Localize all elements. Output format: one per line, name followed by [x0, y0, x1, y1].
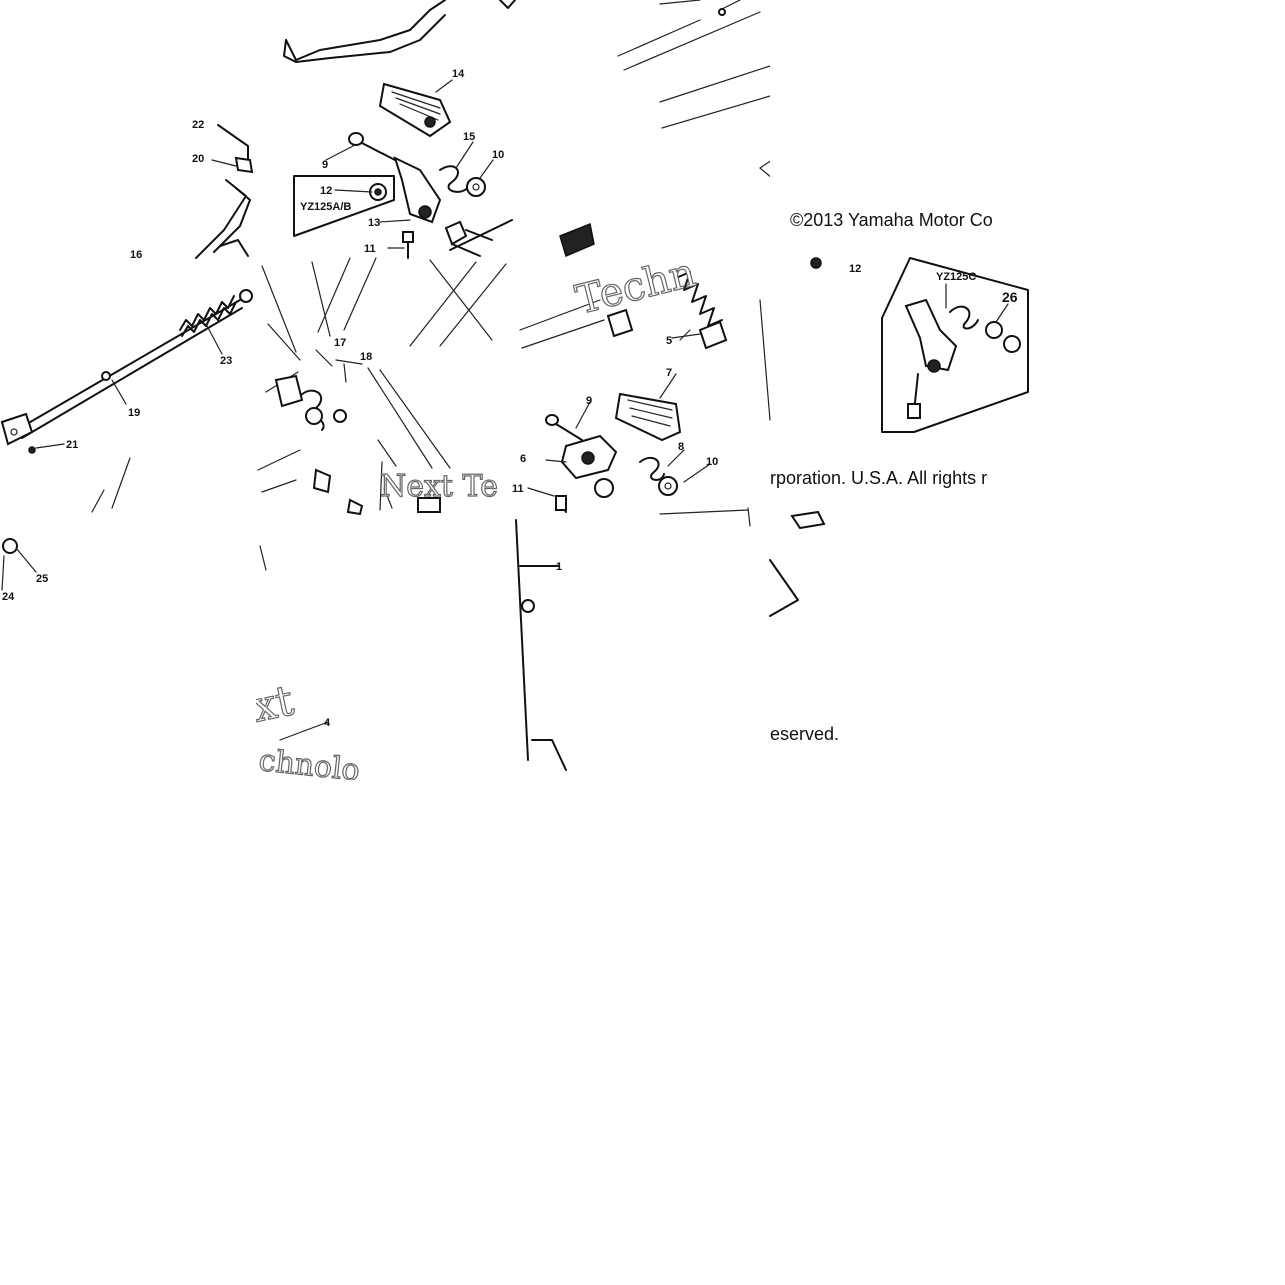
part-label: 22 — [192, 119, 204, 131]
model-box-yz125ab — [293, 175, 395, 237]
model-label: YZ125C — [936, 271, 976, 283]
footrest-bracket — [393, 156, 442, 224]
part-label: 11 — [364, 243, 376, 255]
blank-region — [0, 610, 256, 780]
copyright-line-3: eserved. — [770, 724, 839, 744]
tile-top-left: 14 15 10 9 12 YZ125A/B 13 11 22 20 16 — [130, 0, 773, 261]
part-label: 26 — [1002, 289, 1018, 305]
blank-region — [0, 780, 1285, 1285]
part-label: 10 — [706, 456, 718, 468]
tile-right-center: 9 7 5 6 8 10 11 Techn — [512, 249, 771, 527]
blank-region — [570, 620, 770, 780]
part-label: 16 — [130, 249, 142, 261]
blank-region — [0, 0, 180, 110]
part-label: 13 — [368, 217, 380, 229]
model-label: YZ125A/B — [300, 201, 351, 213]
part-label: 5 — [666, 335, 672, 347]
part-label: 21 — [66, 439, 78, 451]
tile-top-right: ©2013 Yamaha Motor Co 12 YZ125C 26 rpora… — [770, 210, 1029, 488]
part-label: 14 — [452, 68, 465, 80]
brake-pedal-arm — [285, 0, 446, 61]
copyright-line-1: ©2013 Yamaha Motor Co — [790, 210, 993, 230]
part-label: 15 — [463, 131, 475, 143]
blank-region — [1030, 200, 1285, 760]
blank-region — [360, 520, 510, 780]
part-label: 1 — [556, 561, 562, 573]
brake-rod — [19, 299, 241, 429]
inset-box-yz125c — [881, 257, 1029, 433]
part-label: 8 — [678, 441, 684, 453]
part-label: 11 — [512, 483, 524, 495]
blank-region — [770, 0, 1285, 200]
part-label: 4 — [324, 717, 331, 729]
forward-arrow — [559, 222, 595, 258]
tile-left-middle: 21 19 23 25 24 — [0, 289, 253, 603]
tile-center: 17 18 Next Te — [257, 257, 507, 516]
part-label: 19 — [128, 407, 140, 419]
part-label: 24 — [2, 591, 15, 603]
part-label: 7 — [666, 367, 672, 379]
part-label: 9 — [586, 395, 592, 407]
side-stand — [515, 519, 529, 761]
part-label: 20 — [192, 153, 204, 165]
footrest-peg-right — [614, 392, 682, 442]
part-label: 10 — [492, 149, 504, 161]
part-label: 17 — [334, 337, 346, 349]
copyright-line-2: rporation. U.S.A. All rights r — [770, 468, 987, 488]
part-label: 18 — [360, 351, 372, 363]
rod-spring — [179, 295, 235, 331]
pin-9 — [359, 141, 396, 161]
part-label: 12 — [849, 263, 861, 275]
blank-region — [860, 500, 1030, 780]
watermark-text: Techn — [571, 250, 700, 324]
part-label: 23 — [220, 355, 232, 367]
part-label: 6 — [520, 453, 526, 465]
return-spring — [675, 271, 723, 327]
part-label: 12 — [320, 185, 332, 197]
part-label: 25 — [36, 573, 48, 585]
part-label: 9 — [322, 159, 328, 171]
watermark-text: Next Te — [380, 469, 498, 504]
